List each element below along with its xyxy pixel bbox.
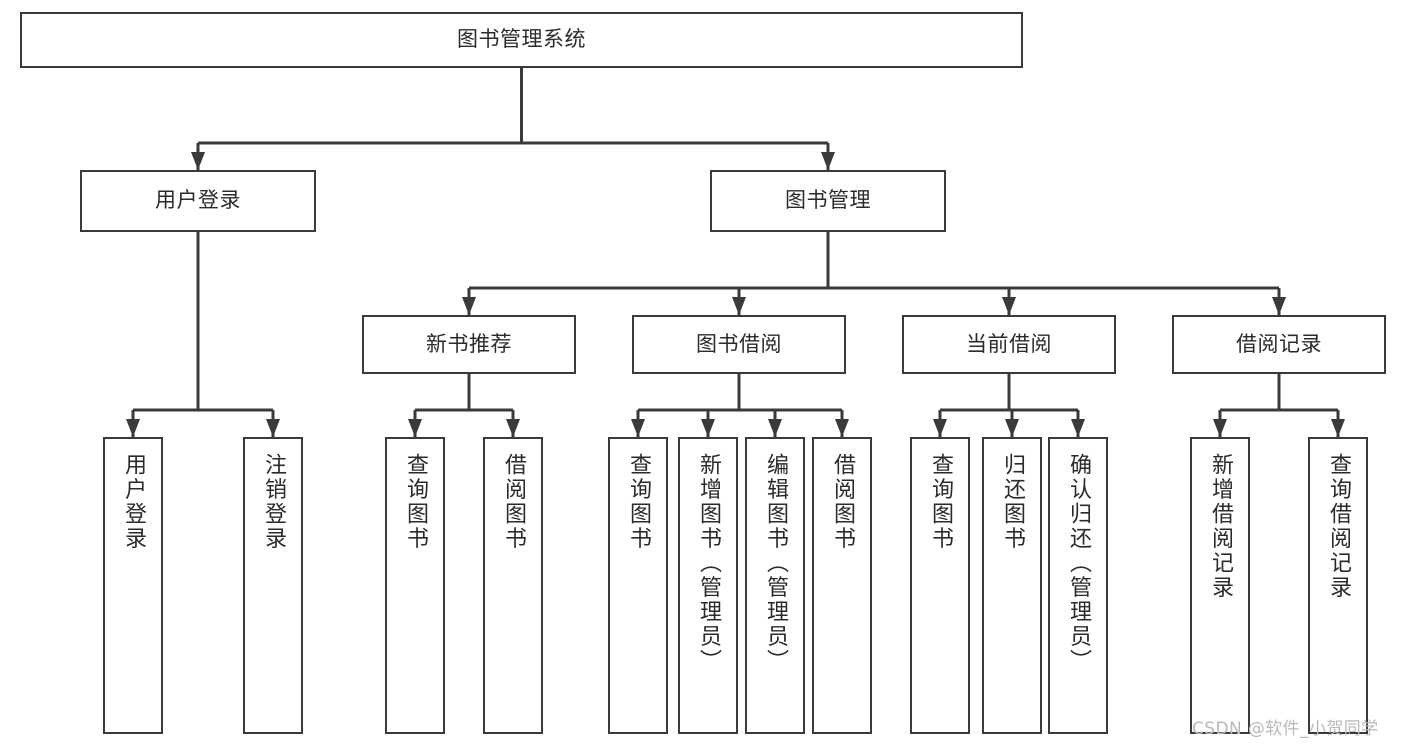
node-bookmgmt[interactable]: 图书管理 [710, 170, 946, 232]
node-leaf-user-logout[interactable]: 注销登录 [243, 437, 303, 734]
node-label-leaf-bo-edit: 编辑图书（管理员） [763, 453, 788, 674]
node-label-leaf-bo-query: 查询图书 [626, 453, 651, 551]
node-leaf-re-query[interactable]: 查询借阅记录 [1308, 437, 1368, 734]
node-label-root: 图书管理系统 [457, 27, 586, 52]
node-label-leaf-bo-borrow: 借阅图书 [830, 453, 855, 551]
node-records[interactable]: 借阅记录 [1172, 315, 1386, 374]
node-label-current: 当前借阅 [966, 331, 1052, 356]
node-leaf-nb-borrow[interactable]: 借阅图书 [483, 437, 543, 734]
node-label-bookmgmt: 图书管理 [785, 188, 871, 213]
node-leaf-cu-query[interactable]: 查询图书 [910, 437, 970, 734]
node-label-leaf-cu-confirm: 确认归还（管理员） [1066, 453, 1091, 674]
node-leaf-nb-query[interactable]: 查询图书 [385, 437, 445, 734]
node-borrow[interactable]: 图书借阅 [632, 315, 846, 374]
node-label-records: 借阅记录 [1236, 331, 1322, 356]
node-label-login: 用户登录 [155, 188, 241, 213]
node-leaf-bo-add[interactable]: 新增图书（管理员） [678, 437, 738, 734]
node-label-newbook: 新书推荐 [426, 331, 512, 356]
node-leaf-bo-edit[interactable]: 编辑图书（管理员） [745, 437, 805, 734]
node-label-leaf-cu-return: 归还图书 [1000, 453, 1025, 551]
node-leaf-bo-query[interactable]: 查询图书 [608, 437, 668, 734]
node-label-leaf-nb-query: 查询图书 [403, 453, 428, 551]
node-leaf-cu-confirm[interactable]: 确认归还（管理员） [1048, 437, 1108, 734]
node-leaf-re-add[interactable]: 新增借阅记录 [1190, 437, 1250, 734]
node-leaf-bo-borrow[interactable]: 借阅图书 [812, 437, 872, 734]
csdn-watermark: CSDN @软件_小贺同学 [1192, 719, 1379, 739]
node-label-leaf-user-login: 用户登录 [121, 453, 146, 551]
node-newbook[interactable]: 新书推荐 [362, 315, 576, 374]
node-label-leaf-re-query: 查询借阅记录 [1326, 453, 1351, 600]
node-leaf-cu-return[interactable]: 归还图书 [982, 437, 1042, 734]
node-label-leaf-cu-query: 查询图书 [928, 453, 953, 551]
node-login[interactable]: 用户登录 [80, 170, 316, 232]
node-leaf-user-login[interactable]: 用户登录 [103, 437, 163, 734]
node-label-borrow: 图书借阅 [696, 331, 782, 356]
node-label-leaf-bo-add: 新增图书（管理员） [696, 453, 721, 674]
node-label-leaf-re-add: 新增借阅记录 [1208, 453, 1233, 600]
node-label-leaf-user-logout: 注销登录 [261, 453, 286, 551]
node-root[interactable]: 图书管理系统 [20, 12, 1023, 68]
node-label-leaf-nb-borrow: 借阅图书 [501, 453, 526, 551]
node-current[interactable]: 当前借阅 [902, 315, 1116, 374]
